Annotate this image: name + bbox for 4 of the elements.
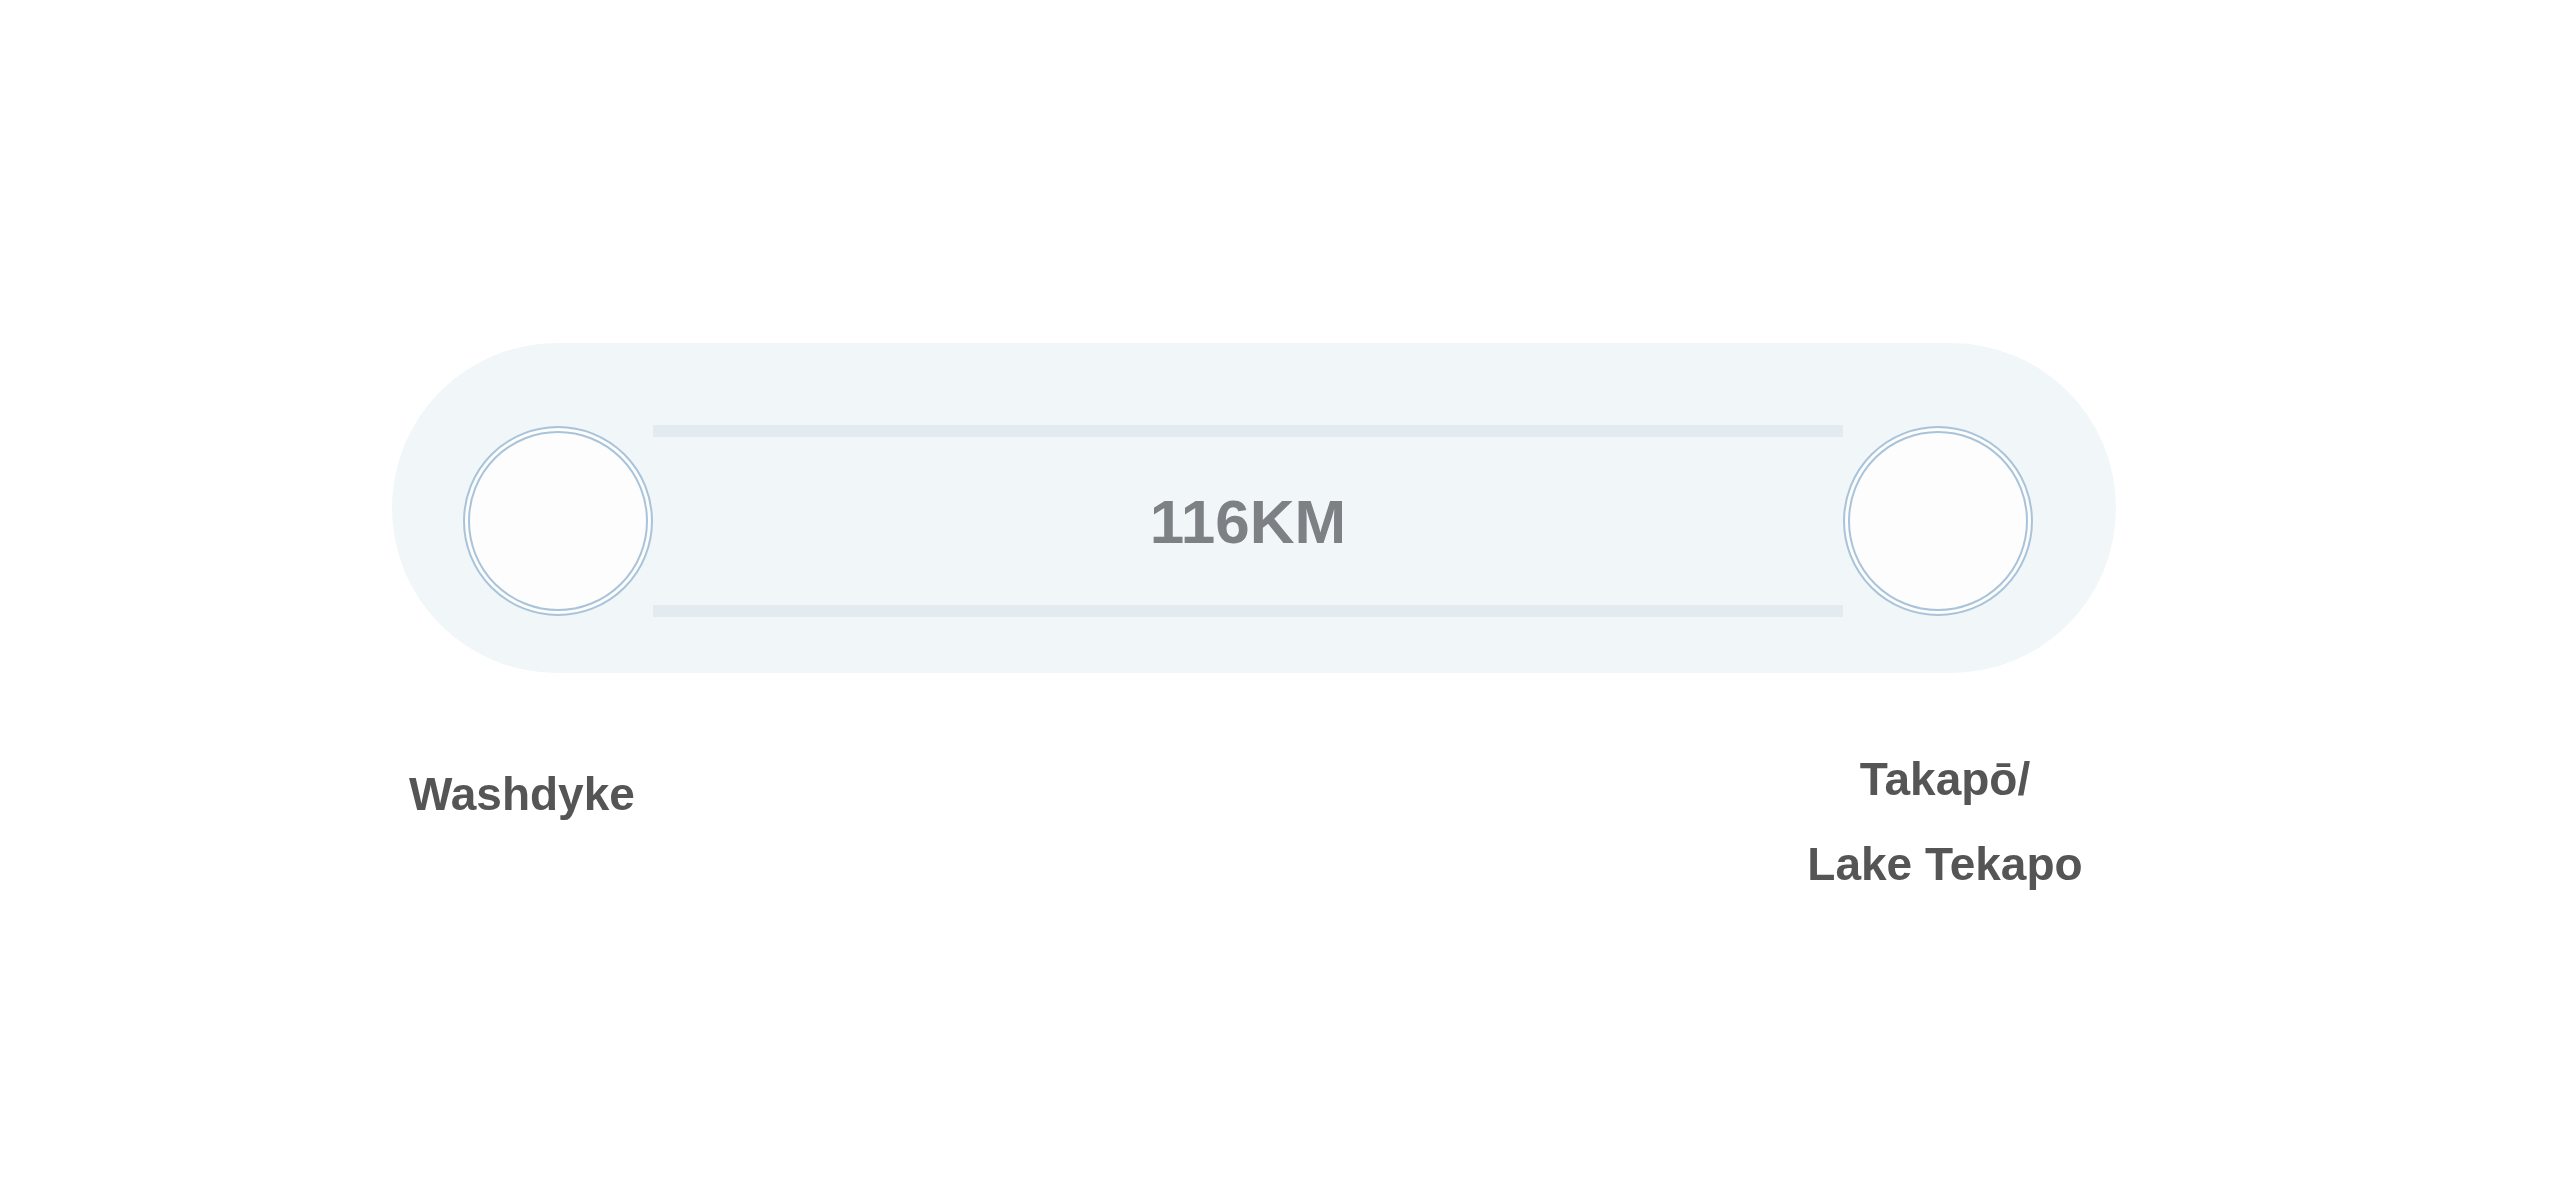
place-label: Takapō/ Lake Tekapo — [1807, 752, 2083, 893]
distance-label: 116KM — [1149, 485, 1347, 557]
route-band — [653, 425, 1843, 617]
place-label: Washdyke — [409, 767, 636, 822]
